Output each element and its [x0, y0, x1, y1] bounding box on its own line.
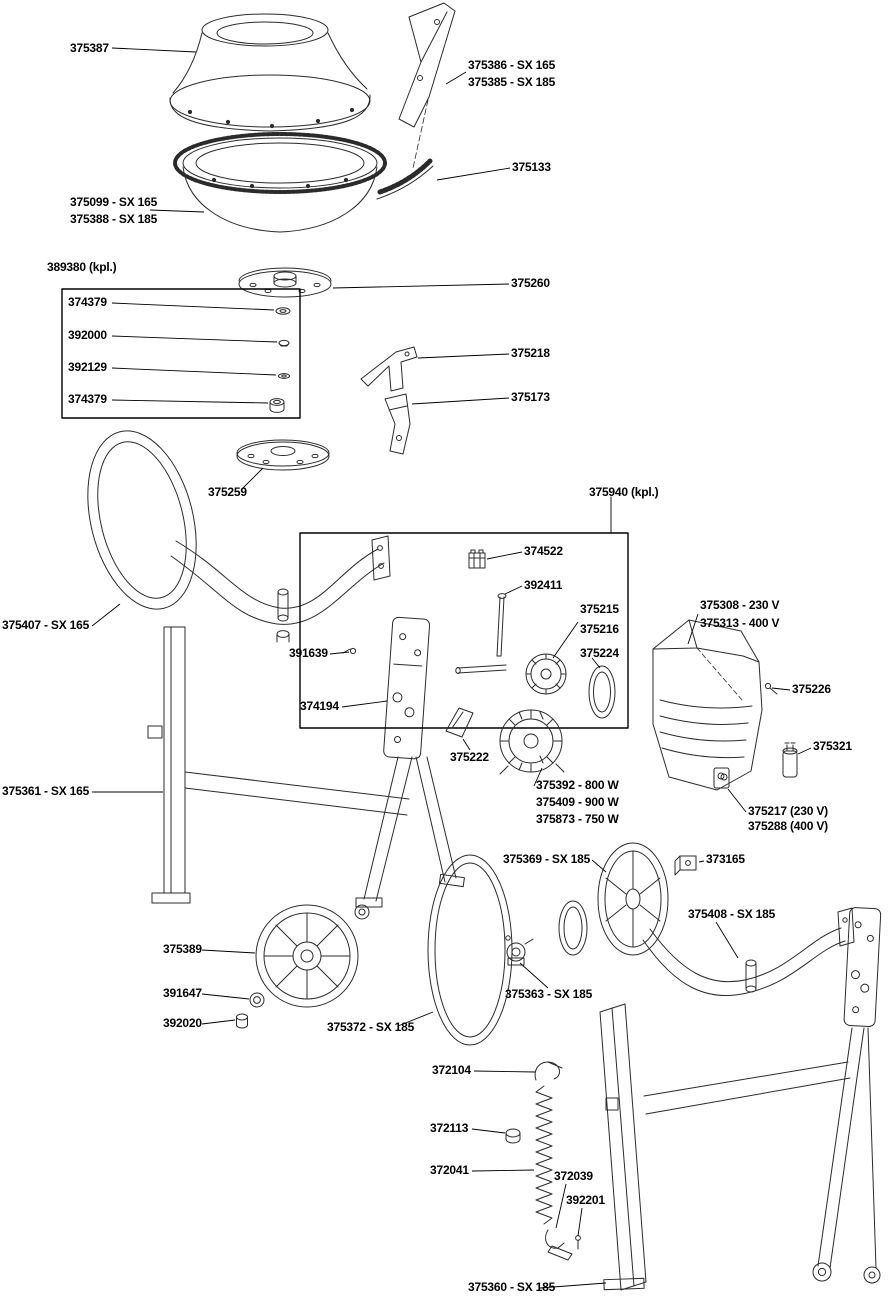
axle-pin-part [455, 664, 507, 674]
part-label-375313: 375313 - 400 V [700, 616, 780, 630]
wheel-part [255, 904, 359, 1008]
bracket-375218-part [360, 346, 418, 392]
part-label-375363: 375363 - SX 185 [505, 987, 593, 1001]
part-label-375873: 375873 - 750 W [536, 812, 619, 826]
motor-plate-part [383, 616, 431, 760]
hub-375363-part [505, 935, 534, 966]
kit-389380-fasteners [269, 307, 291, 413]
bracket-373165-part [674, 855, 697, 876]
switch-part [713, 767, 730, 789]
gear-segment-part [376, 158, 434, 200]
tilt-arm-sx185-part [642, 927, 846, 997]
spring-372041-part [535, 1085, 553, 1225]
drum-top-part [169, 13, 371, 132]
motor-part [499, 709, 565, 775]
part-label-375218: 375218 [511, 346, 550, 360]
cap-372113-part [505, 1128, 521, 1144]
capacitor-part [782, 742, 798, 778]
part-label-375288: 375288 (400 V) [748, 819, 828, 833]
part-label-372104: 372104 [432, 1063, 471, 1077]
vring-part [588, 665, 616, 719]
kit-label-375940: 375940 (kpl.) [589, 485, 659, 499]
part-label-375259: 375259 [208, 485, 247, 499]
handwheel-sx185-part [597, 842, 669, 956]
part-label-375372: 375372 - SX 185 [327, 1020, 415, 1034]
part-label-374522: 374522 [524, 544, 563, 558]
part-label-375408: 375408 - SX 185 [688, 907, 776, 921]
tilt-arm-sx165-part [170, 540, 385, 643]
part-label-374194: 374194 [300, 699, 339, 713]
pin-392411-part [496, 593, 507, 657]
drum-brace-part [398, 2, 456, 128]
flange-lower-part [236, 439, 330, 471]
leader-lines [91, 47, 812, 1289]
part-label-372039: 372039 [554, 1169, 593, 1183]
part-label-375216: 375216 [580, 622, 619, 636]
part-label-375389: 375389 [163, 942, 202, 956]
part-label-392201: 392201 [566, 1193, 605, 1207]
part-label-375392: 375392 - 800 W [536, 778, 619, 792]
kit-375940-box [299, 532, 629, 729]
hook-372039-part [545, 1229, 573, 1261]
part-label-392020: 392020 [163, 1016, 202, 1030]
part-label-375360: 375360 - SX 185 [468, 1280, 556, 1294]
part-label-375387: 375387 [70, 41, 109, 55]
motor-cover-part [652, 619, 763, 791]
terminal-374522-part [468, 549, 486, 569]
kit-item-374379-a: 374379 [68, 295, 107, 309]
kit-389380-box [61, 288, 301, 419]
part-label-375226: 375226 [792, 682, 831, 696]
handwheel-sx165-part [87, 430, 197, 610]
kit-item-392000: 392000 [68, 328, 107, 342]
part-label-375173: 375173 [511, 390, 550, 404]
screw-392201-part [575, 1235, 581, 1250]
flange-upper-part [238, 267, 332, 298]
disc-part [558, 900, 588, 956]
pulley-part [525, 653, 567, 695]
part-label-375224: 375224 [580, 646, 619, 660]
part-label-375409: 375409 - 900 W [536, 795, 619, 809]
part-label-375407: 375407 - SX 165 [2, 618, 90, 632]
part-label-375215: 375215 [580, 602, 619, 616]
part-label-375308: 375308 - 230 V [700, 598, 780, 612]
part-label-375385: 375385 - SX 185 [468, 75, 556, 89]
pin-392020-part [236, 1013, 248, 1029]
stand-sx185-part [599, 1003, 881, 1291]
part-label-372113: 372113 [430, 1121, 469, 1135]
drum-bottom-part [173, 132, 387, 233]
part-label-391647: 391647 [163, 986, 202, 1000]
clamp-375222-part [445, 707, 474, 738]
ring-391647-part [249, 992, 265, 1008]
part-label-392411: 392411 [524, 578, 563, 592]
part-label-375361: 375361 - SX 165 [2, 784, 90, 798]
screw-375226-part [764, 682, 778, 695]
part-label-375321: 375321 [813, 739, 852, 753]
bracket-375173-part [384, 393, 411, 455]
part-label-373165: 373165 [706, 852, 745, 866]
part-label-375217: 375217 (230 V) [748, 804, 828, 818]
hook-372104-part [534, 1061, 563, 1081]
part-label-375388: 375388 - SX 185 [70, 212, 158, 226]
part-label-375222: 375222 [450, 750, 489, 764]
part-label-375386: 375386 - SX 165 [468, 58, 556, 72]
part-label-372041: 372041 [430, 1163, 469, 1177]
part-label-375133: 375133 [512, 160, 551, 174]
kit-item-374379-b: 374379 [68, 392, 107, 406]
part-label-375369: 375369 - SX 185 [503, 852, 591, 866]
kit-label-389380: 389380 (kpl.) [47, 260, 117, 274]
part-label-375260: 375260 [511, 276, 550, 290]
part-label-391639: 391639 [289, 646, 328, 660]
column-bracket-part [371, 535, 391, 581]
stand-sx165-part [147, 626, 465, 920]
kit-item-392129: 392129 [68, 360, 107, 374]
part-label-375099: 375099 - SX 165 [70, 195, 158, 209]
column-sx185-part [837, 907, 882, 1027]
